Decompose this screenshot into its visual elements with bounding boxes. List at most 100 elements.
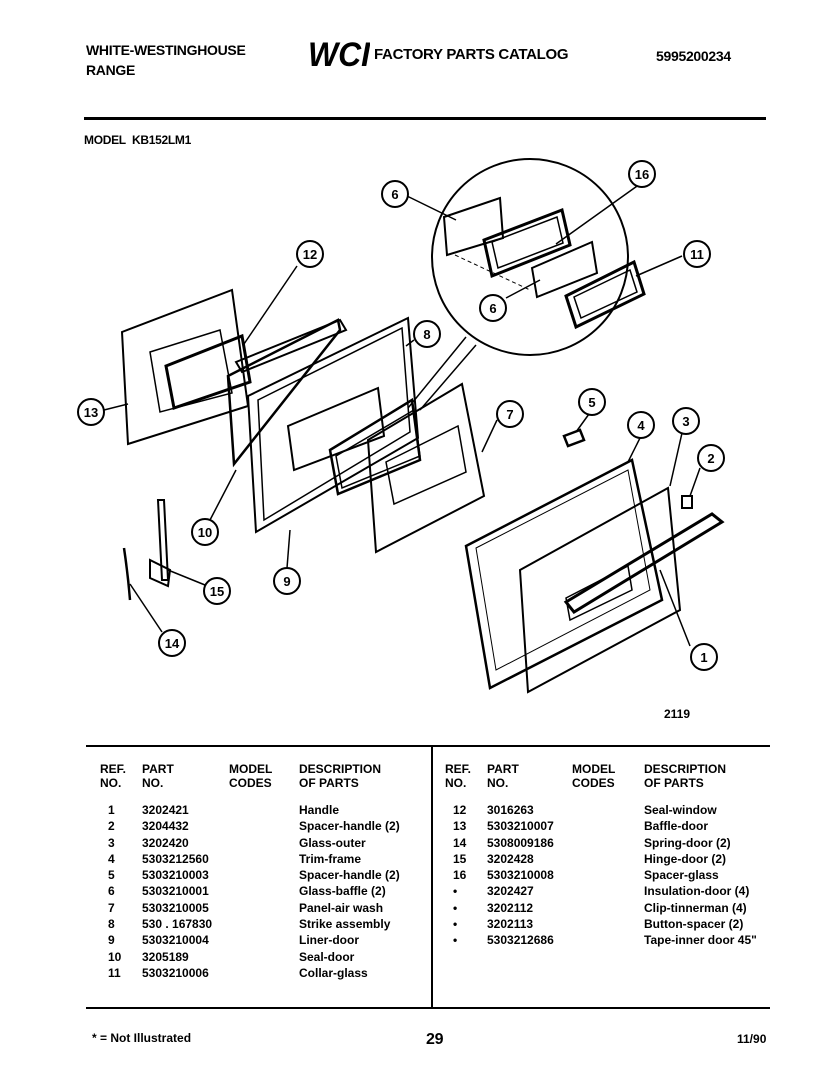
cell-desc: Spring-door (2)	[644, 835, 731, 850]
part-handle	[563, 512, 725, 614]
brand-name: WHITE-WESTINGHOUSE	[86, 42, 246, 58]
callout-8	[413, 320, 441, 348]
cell-desc: Liner-door	[299, 933, 359, 948]
cell-part: 5303210008	[487, 868, 554, 883]
svg-text:3: 3	[682, 414, 689, 429]
col-ref: REF.NO.	[100, 762, 127, 790]
table-row: 6 5303210001 Glass-baffle (2)	[100, 883, 429, 899]
cell-desc: Baffle-door	[644, 819, 708, 834]
cell-desc: Glass-outer	[299, 835, 366, 850]
cell-model	[229, 932, 299, 948]
callout-9	[273, 567, 301, 595]
cell-part: 3202427	[487, 884, 534, 899]
part-collar-glass	[564, 259, 646, 330]
cell-desc: Insulation-door (4)	[644, 884, 750, 899]
svg-text:6: 6	[489, 301, 496, 316]
model-label: MODEL	[84, 133, 126, 147]
cell-ref: •	[453, 933, 458, 948]
cell-model	[229, 900, 299, 916]
callout-13	[77, 398, 105, 426]
svg-text:6: 6	[391, 187, 398, 202]
cell-model	[229, 818, 299, 834]
svg-text:9: 9	[283, 574, 290, 589]
callout-15	[203, 577, 231, 605]
svg-text:5: 5	[588, 395, 595, 410]
svg-text:11: 11	[690, 247, 704, 262]
product-type: RANGE	[86, 62, 136, 78]
callout-2	[697, 444, 725, 472]
svg-text:1: 1	[700, 650, 707, 665]
callout-5	[578, 388, 606, 416]
cell-model	[572, 932, 644, 948]
cell-ref: 15	[453, 851, 467, 866]
cell-model	[572, 867, 644, 883]
cell-model	[572, 916, 644, 932]
cell-ref: 1	[108, 803, 115, 817]
cell-model	[572, 818, 644, 834]
table-bottom-rule	[86, 1007, 770, 1009]
part-glass-outer	[518, 486, 682, 694]
part-spacer-glass	[482, 207, 572, 279]
cell-part: 3202420	[142, 835, 189, 850]
svg-text:2: 2	[707, 451, 714, 466]
svg-text:13: 13	[84, 405, 98, 420]
cell-ref: •	[453, 884, 458, 899]
cell-ref: •	[453, 900, 458, 915]
page-number: 29	[426, 1031, 444, 1048]
callout-6b	[479, 294, 507, 322]
cell-part: 3202428	[487, 851, 534, 866]
header-rule	[84, 117, 766, 120]
cell-ref: 6	[108, 884, 115, 899]
cell-ref: 11	[108, 965, 121, 980]
callout-12	[296, 240, 324, 268]
cell-model	[572, 802, 644, 818]
part-trim-frame	[464, 458, 664, 690]
cell-model	[229, 802, 299, 818]
cell-ref: 10	[108, 949, 122, 964]
cell-part: 5308009186	[487, 835, 554, 850]
cell-desc: Spacer-handle (2)	[299, 868, 400, 883]
cell-desc: Spacer-glass	[644, 868, 719, 883]
cell-desc: Hinge-door (2)	[644, 851, 726, 866]
cell-ref: 12	[453, 803, 467, 817]
callout-7	[496, 400, 524, 428]
cell-part: 5303210007	[487, 819, 554, 834]
cell-desc: Glass-baffle (2)	[299, 884, 386, 899]
cell-part: 5303210003	[142, 868, 209, 883]
cell-desc: Clip-tinnerman (4)	[644, 900, 747, 915]
cell-ref: 8	[108, 917, 115, 932]
svg-text:4: 4	[637, 418, 645, 433]
part-strike-assembly	[328, 397, 422, 496]
cell-part: 5303210001	[142, 884, 209, 899]
svg-text:14: 14	[165, 636, 180, 651]
part-spring-door	[122, 547, 132, 601]
cell-part: 3202113	[487, 917, 534, 932]
cell-model	[229, 835, 299, 851]
revision-date: 11/90	[737, 1032, 767, 1046]
cell-part: 3202112	[487, 900, 534, 915]
callout-6a	[381, 180, 409, 208]
cell-part: 3016263	[487, 803, 534, 817]
callout-3	[672, 407, 700, 435]
catalog-title: FACTORY PARTS CATALOG	[374, 46, 569, 63]
table-row: 12 3016263 Seal-window	[445, 802, 770, 818]
part-glass-baffle	[442, 196, 505, 257]
cell-desc: Seal-window	[644, 803, 717, 817]
cell-part: 5303212560	[142, 851, 209, 866]
cell-part: 530 . 167830	[142, 917, 213, 932]
cell-desc: Handle	[299, 803, 340, 817]
